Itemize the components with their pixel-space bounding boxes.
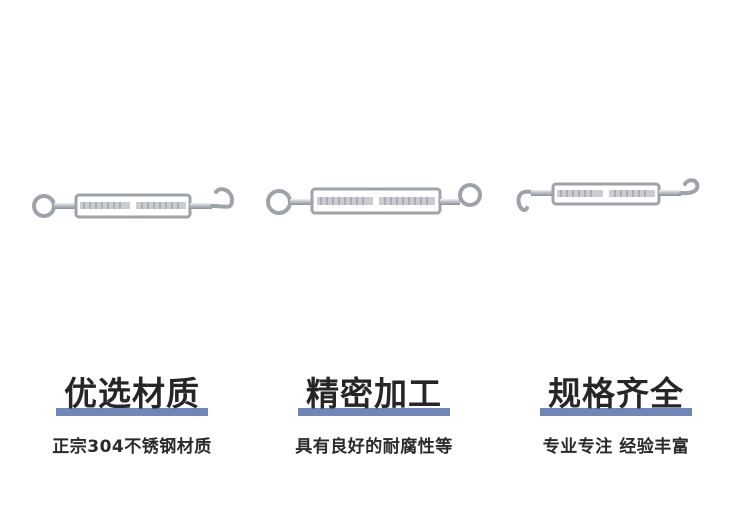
feature-subtitle: 专业专注 经验丰富: [542, 437, 690, 457]
feature-subtitle: 具有良好的耐腐性等: [295, 437, 453, 457]
feature-title: 优选材质: [64, 374, 200, 413]
accent-bar: [56, 408, 208, 416]
feature-subtitle: 正宗304不锈钢材质: [52, 437, 212, 457]
feature-title-wrap: 精密加工: [298, 372, 450, 418]
accent-bar: [540, 408, 692, 416]
feature-precision: 精密加工 具有良好的耐腐性等: [249, 372, 499, 457]
feature-material: 优选材质 正宗304不锈钢材质: [7, 372, 257, 457]
feature-title-wrap: 优选材质: [56, 372, 208, 418]
feature-title-wrap: 规格齐全: [540, 372, 692, 418]
feature-specs: 规格齐全 专业专注 经验丰富: [491, 372, 741, 457]
turnbuckle-eye-hook-image: [30, 182, 240, 226]
turnbuckle-eye-eye-image: [263, 180, 487, 224]
accent-bar: [298, 408, 450, 416]
feature-title: 规格齐全: [548, 374, 684, 413]
turnbuckle-hook-hook-image: [515, 178, 705, 218]
feature-title: 精密加工: [306, 374, 442, 413]
